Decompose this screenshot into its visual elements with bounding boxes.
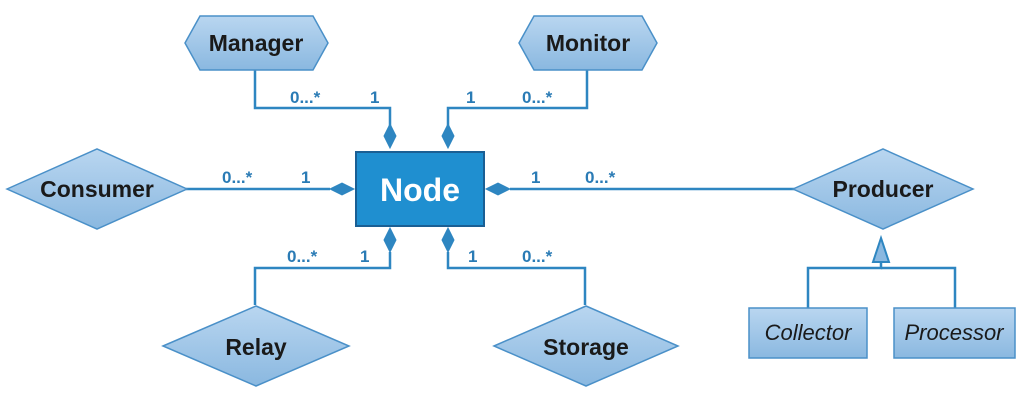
node-box — [355, 151, 485, 227]
storage-diamond — [492, 305, 680, 387]
consumer-label: Consumer — [40, 176, 154, 202]
relay-multiplicity-many: 0...* — [287, 247, 318, 266]
producer-aggregation-diamond — [484, 182, 512, 196]
storage-multiplicity-one: 1 — [468, 247, 477, 266]
producer-multiplicity-many: 0...* — [585, 168, 616, 187]
generalization-arrow — [871, 234, 891, 263]
relay-multiplicity-one: 1 — [360, 247, 369, 266]
manager-label: Manager — [209, 30, 304, 56]
relay-diamond — [161, 305, 351, 387]
manager-multiplicity-one: 1 — [370, 88, 379, 107]
consumer-multiplicity-many: 0...* — [222, 168, 253, 187]
processor-label: Processor — [904, 320, 1005, 345]
storage-connector — [446, 252, 587, 305]
relay-connector — [253, 252, 392, 305]
monitor-multiplicity-one: 1 — [466, 88, 475, 107]
relay-aggregation-diamond — [383, 226, 397, 254]
relay-label: Relay — [225, 334, 287, 360]
processor-box — [893, 307, 1016, 359]
monitor-connector — [446, 68, 589, 128]
monitor-aggregation-diamond — [441, 122, 455, 150]
consumer-multiplicity-one: 1 — [301, 168, 310, 187]
storage-multiplicity-many: 0...* — [522, 247, 553, 266]
monitor-hexagon — [518, 15, 658, 71]
generalization-connector-2 — [881, 266, 957, 308]
consumer-diamond — [5, 148, 189, 230]
node-label: Node — [380, 172, 460, 208]
manager-aggregation-diamond — [383, 122, 397, 150]
producer-multiplicity-one: 1 — [531, 168, 540, 187]
manager-connector — [253, 68, 392, 128]
producer-label: Producer — [833, 176, 934, 202]
storage-label: Storage — [543, 334, 629, 360]
manager-multiplicity-many: 0...* — [290, 88, 321, 107]
monitor-label: Monitor — [546, 30, 630, 56]
generalization-connector — [806, 262, 883, 308]
manager-hexagon — [184, 15, 329, 71]
collector-box — [748, 307, 868, 359]
producer-diamond — [791, 148, 975, 230]
storage-aggregation-diamond — [441, 226, 455, 254]
collector-label: Collector — [765, 320, 853, 345]
consumer-aggregation-diamond — [328, 182, 356, 196]
monitor-multiplicity-many: 0...* — [522, 88, 553, 107]
